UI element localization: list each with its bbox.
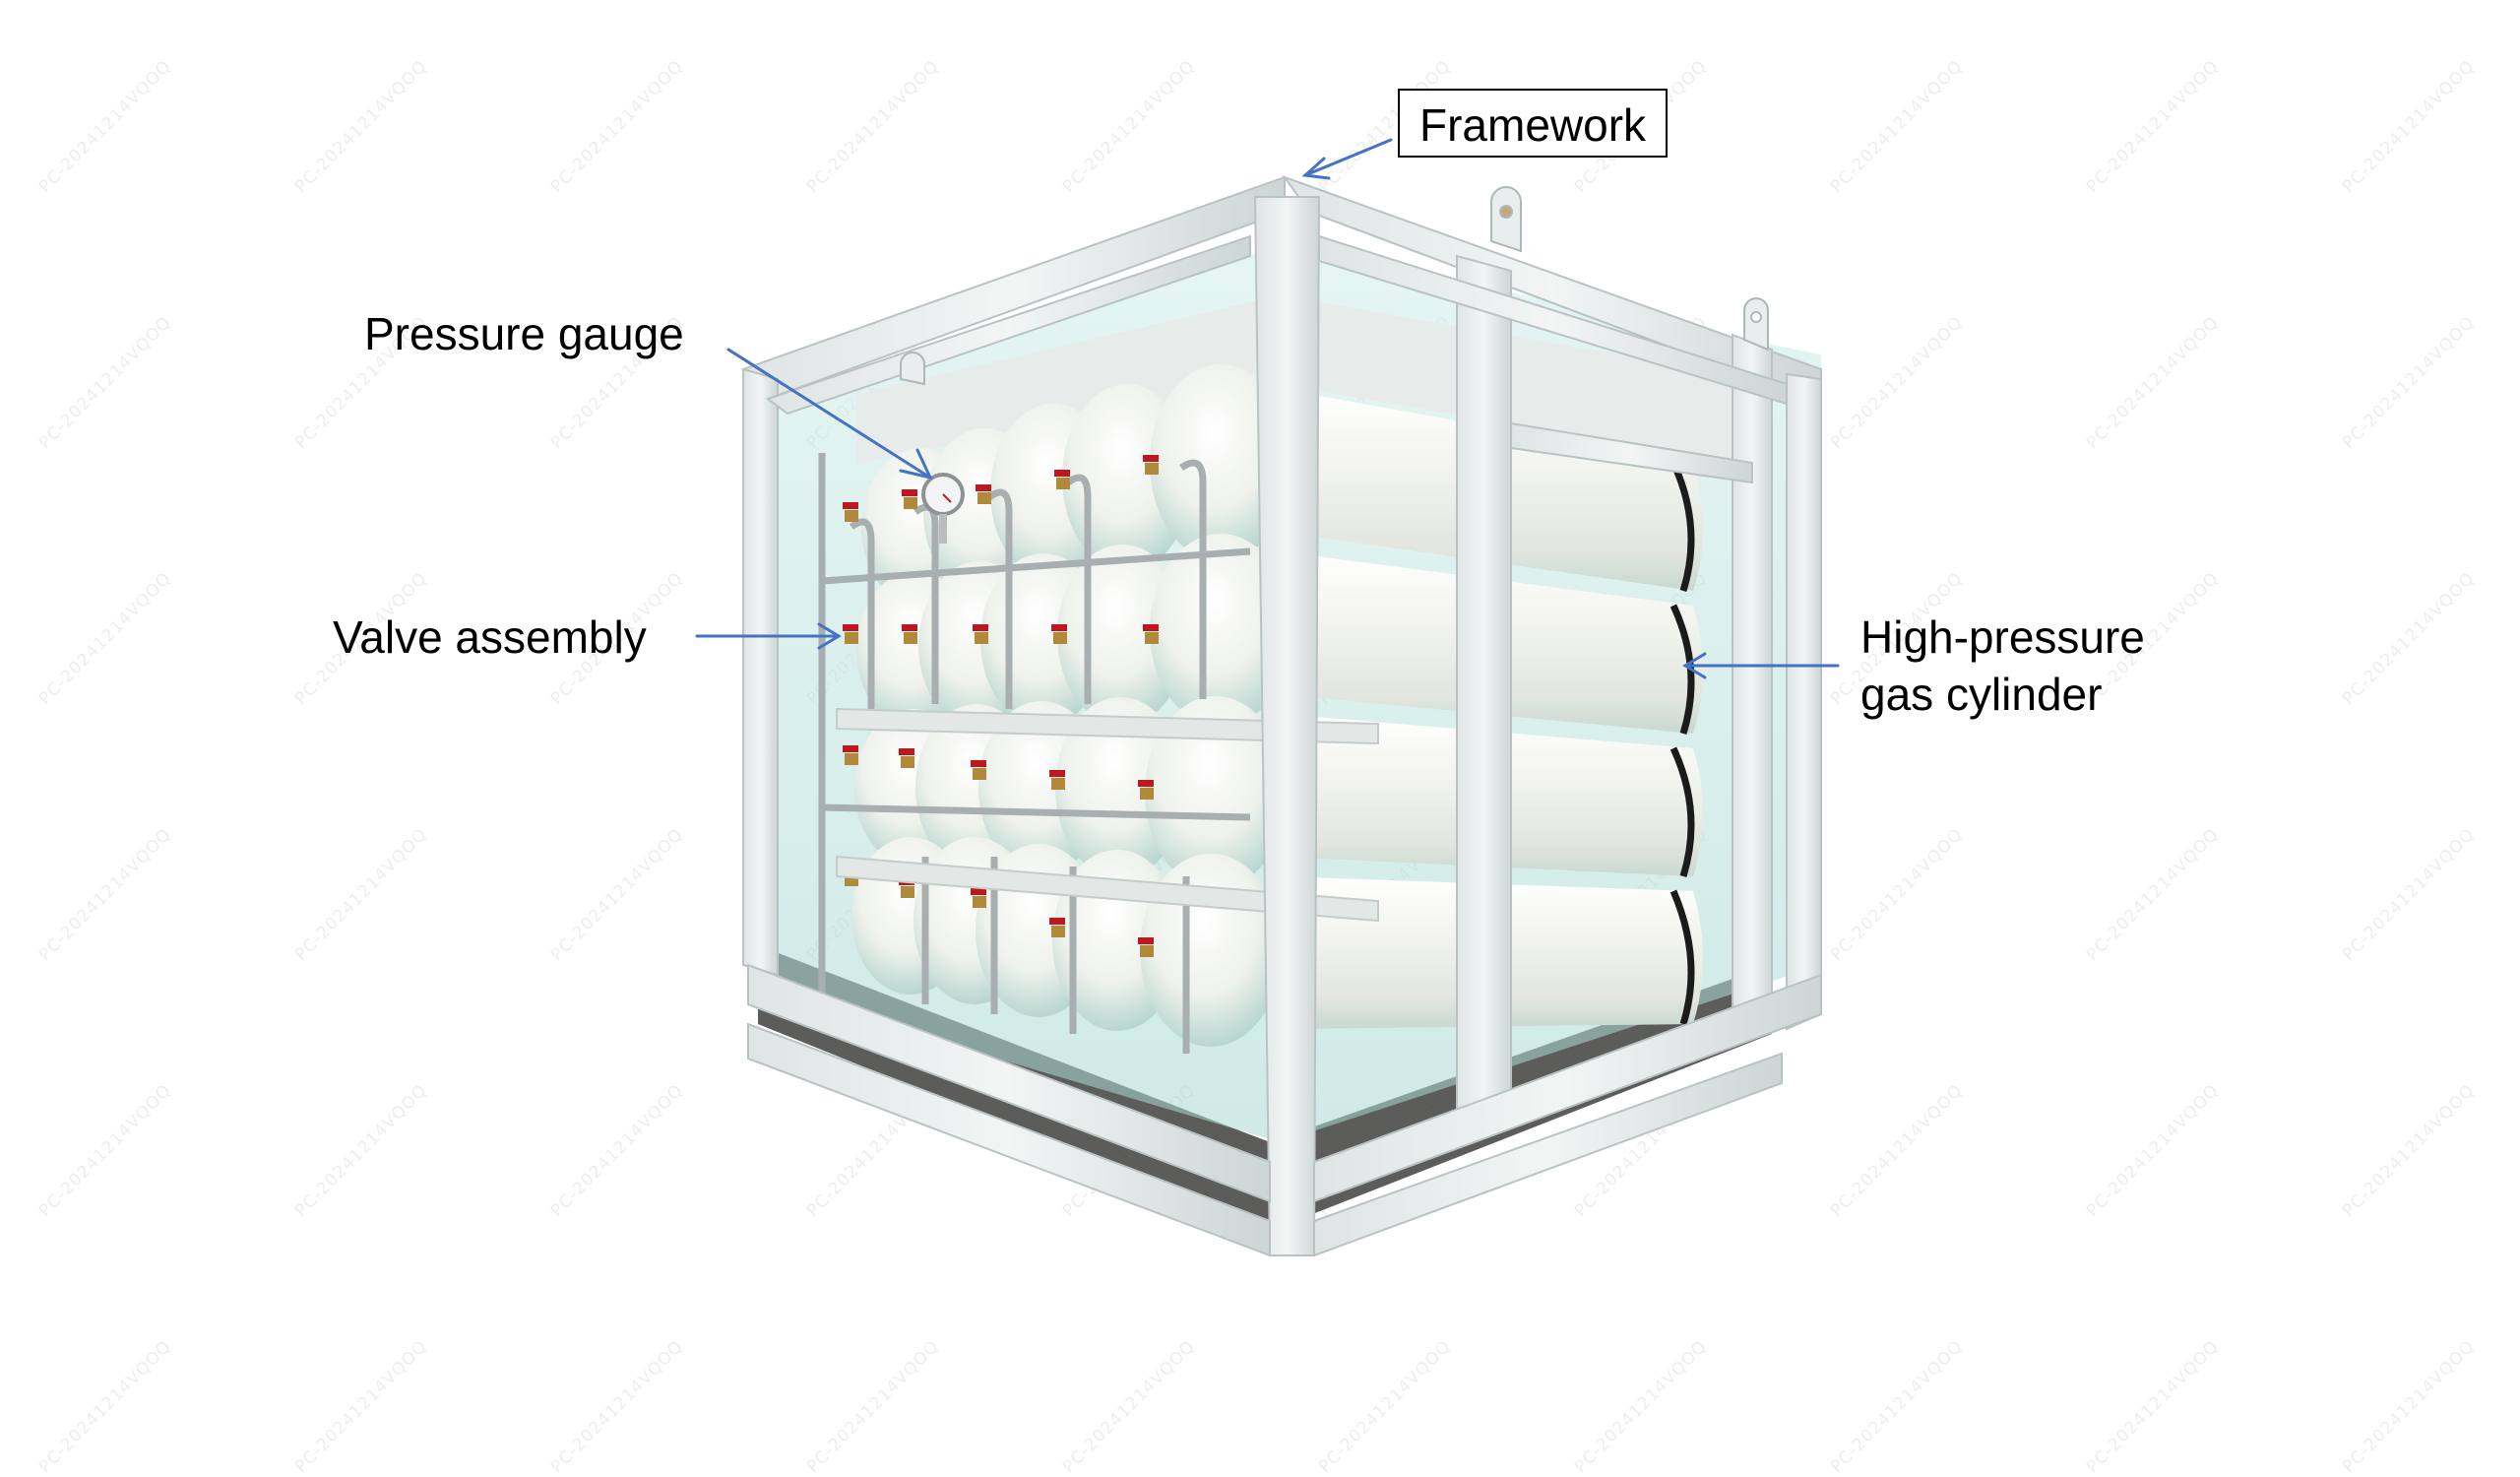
framework-arrowhead-icon [1301,157,1331,180]
valve-assembly-label: Valve assembly [333,609,647,666]
cylinder-bundle-photo [741,174,1822,1257]
cylinder-arrowhead-icon [1682,652,1707,679]
pressure-gauge-label-text: Pressure gauge [364,308,684,359]
framework-arrow-line [1303,138,1393,177]
valve-assembly-label-text: Valve assembly [333,611,647,663]
cylinder-label-line1: High-pressure [1860,611,2145,663]
pressure-gauge [921,473,965,544]
pressure-gauge-label: Pressure gauge [364,305,684,362]
cylinder-domes-left [851,364,1292,1047]
left-face-bars [836,707,1379,923]
framework-label-text: Framework [1419,99,1647,151]
lifting-lugs [900,186,1769,386]
callout-arrows [695,138,1840,679]
framework-label: Framework [1398,89,1669,158]
cylinder-label: High-pressure gas cylinder [1860,609,2145,723]
framework [741,174,1822,1257]
pressure-gauge-arrowhead-icon [899,448,933,481]
cylinder-label-line2: gas cylinder [1860,669,2103,720]
pressure-gauge-arrow-line [726,348,932,480]
valve-assembly-arrowhead-icon [817,622,842,650]
